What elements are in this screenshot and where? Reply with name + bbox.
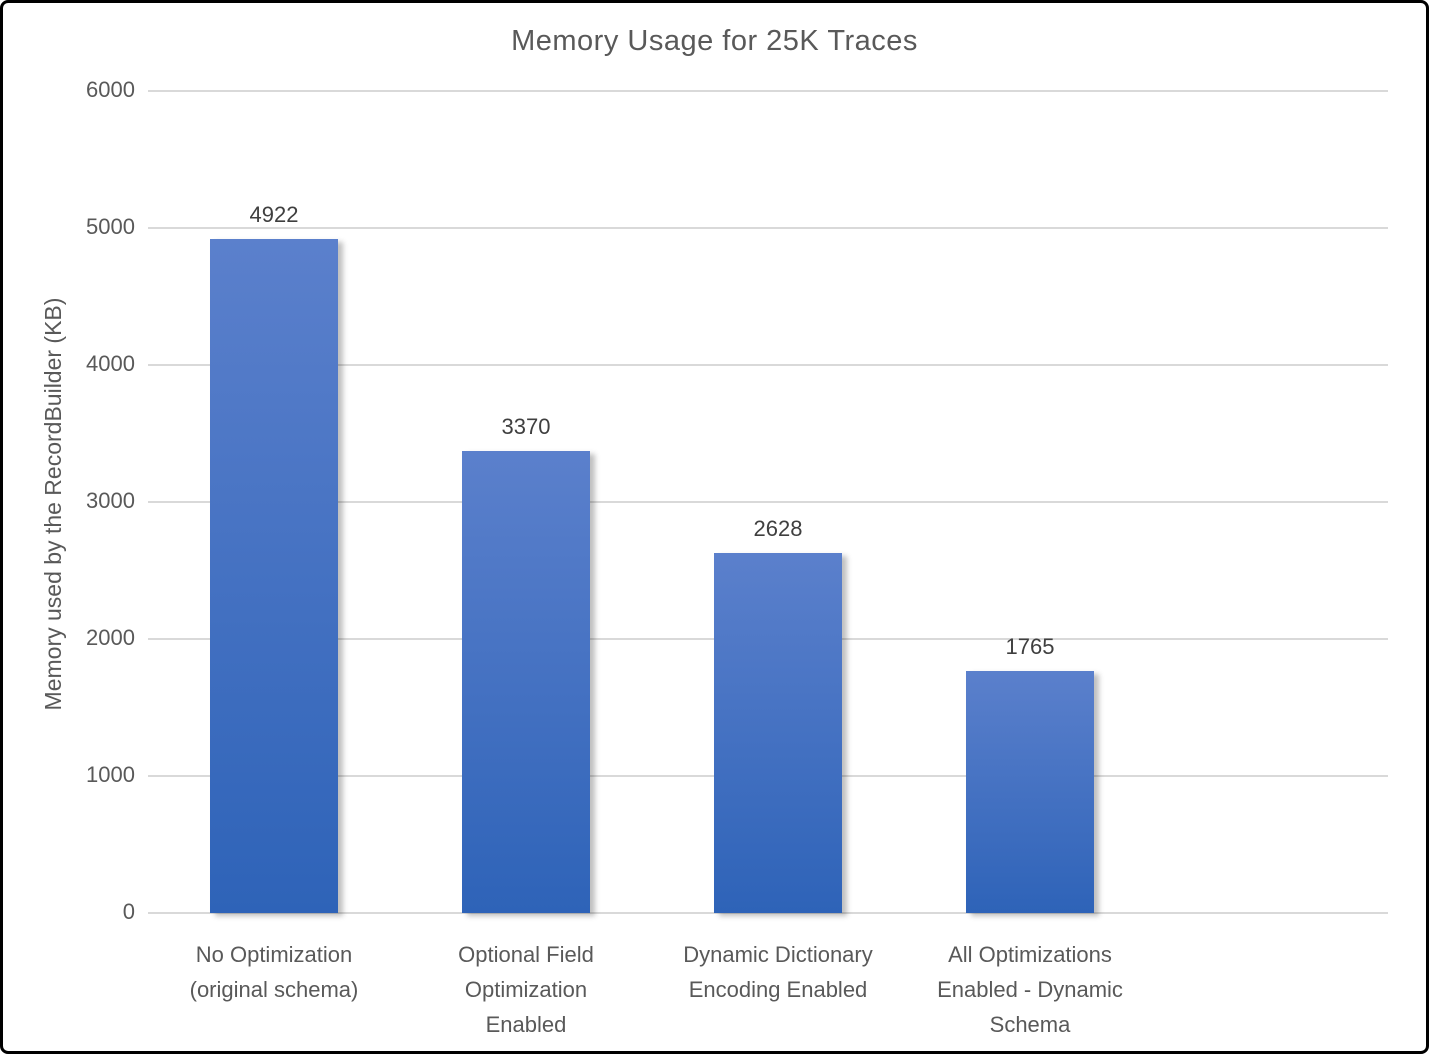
bar: [714, 552, 842, 913]
bar: [210, 238, 338, 913]
y-tick-label: 2000: [86, 625, 135, 650]
y-tick-label: 6000: [86, 77, 135, 102]
data-label: 4922: [249, 201, 299, 227]
data-label: 1765: [1005, 634, 1055, 660]
gridline: [148, 364, 1388, 366]
y-tick-label: 4000: [86, 351, 135, 376]
plot-area: 0 1000 2000 3000 4000 5000 6000 4922 No Optimiza…: [3, 3, 1426, 1051]
category-label: Optional Field Optimization Enabled: [458, 942, 594, 1037]
y-tick-label: 0: [122, 899, 135, 924]
category-label: No Optimization (original schema): [189, 942, 359, 1002]
gridline: [148, 90, 1388, 92]
gridline: [148, 227, 1388, 229]
category-label: Dynamic Dictionary Encoding Enabled: [683, 942, 873, 1002]
data-label: 2628: [753, 515, 803, 541]
bar: [966, 671, 1094, 913]
data-label: 3370: [501, 414, 551, 440]
gridline: [148, 912, 1388, 914]
gridline: [148, 501, 1388, 503]
y-tick-label: 5000: [86, 214, 135, 239]
y-tick-label: 1000: [86, 762, 135, 787]
chart-title: Memory Usage for 25K Traces: [511, 25, 918, 57]
category-label: All Optimizations Enabled - Dynamic Sche…: [937, 942, 1123, 1037]
bar: [462, 451, 590, 913]
y-tick-label: 3000: [86, 488, 135, 513]
